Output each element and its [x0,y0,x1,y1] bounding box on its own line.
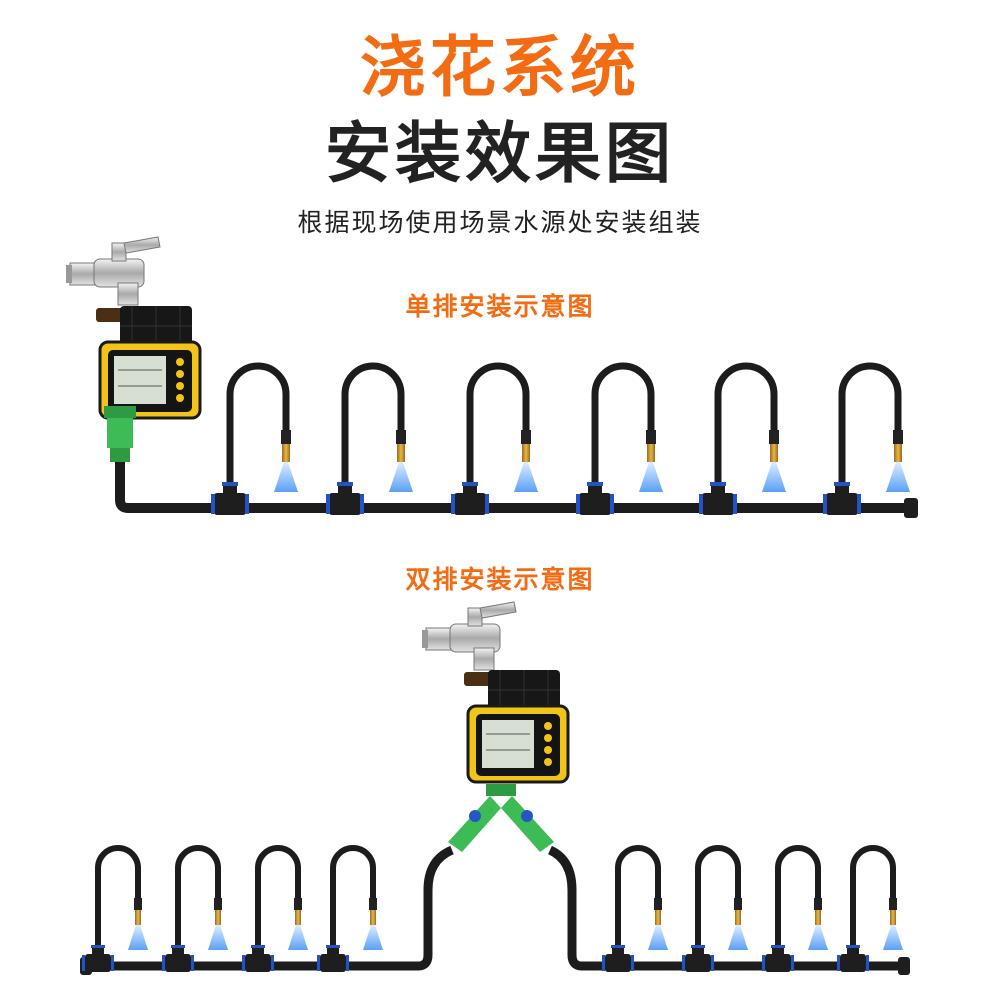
sprinkler-nozzle-icon [842,366,910,492]
title-line-1: 浇花系统 [360,29,640,106]
section-label-single-row: 单排安装示意图 [405,292,595,321]
tee-connector-icon [211,482,249,515]
tee-connector-icon [451,482,489,515]
faucet-icon [421,601,517,671]
section-label-double-row: 双排安装示意图 [405,565,595,594]
tee-connector-icon [823,482,861,515]
tee-connector-icon [162,945,194,972]
single-row-diagram [65,236,918,518]
tee-connector-icon [317,945,349,972]
double-row-diagram [80,601,910,975]
sprinkler-nozzle-icon [333,848,383,952]
tee-connector-icon [837,945,869,972]
tee-connector-icon [682,945,714,972]
end-cap [898,957,910,975]
sprinkler-nozzle-icon [618,848,668,952]
left-branch-pipe [88,845,454,971]
sprinkler-nozzle-icon [853,848,903,952]
sprinkler-nozzle-icon [178,848,228,952]
sprinkler-nozzle-icon [258,848,308,952]
sprinkler-nozzle-icon [718,366,786,492]
subtitle: 根据现场使用场景水源处安装组装 [297,208,703,237]
right-branch-pipe [547,845,906,971]
sprinkler-nozzle-icon [698,848,748,952]
title-line-2: 安装效果图 [325,115,675,192]
tee-connector-icon [326,482,364,515]
sprinkler-nozzle-icon [778,848,828,952]
end-cap [904,498,918,518]
sprinkler-nozzle-icon [470,366,538,492]
tee-connector-icon [82,945,114,972]
tee-connector-icon [762,945,794,972]
tee-connector-icon [576,482,614,515]
sprinkler-nozzle-icon [595,366,663,492]
sprinkler-nozzle-icon [345,366,413,492]
green-adapter-icon [104,406,136,462]
sprinkler-nozzle-icon [230,366,298,492]
tee-connector-icon [699,482,737,515]
main-pipe [115,462,916,513]
tee-connector-icon [242,945,274,972]
timer-icon [94,304,202,420]
tee-connector-icon [602,945,634,972]
timer-icon [462,668,570,784]
y-splitter-icon [448,784,554,852]
faucet-icon [65,236,161,306]
sprinkler-nozzle-icon [98,848,148,952]
